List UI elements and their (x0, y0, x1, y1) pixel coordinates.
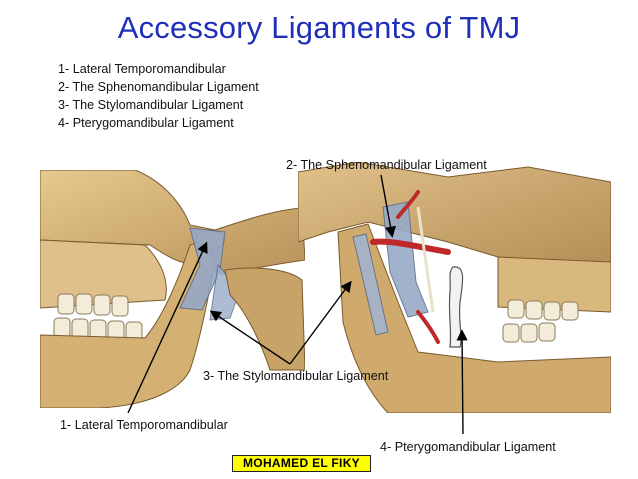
upper-teeth (507, 299, 579, 321)
ligament-list-item: 2- The Sphenomandibular Ligament (58, 80, 259, 94)
ligament-list-item: 4- Pterygomandibular Ligament (58, 116, 234, 130)
author-label: MOHAMED EL FIKY (232, 455, 371, 472)
medial-view-illustration (298, 162, 611, 413)
ligament-list: 1- Lateral Temporomandibular 2- The Sphe… (58, 60, 259, 132)
upper-teeth (57, 293, 129, 317)
callout-pterygomandibular: 4- Pterygomandibular Ligament (380, 440, 556, 454)
ligament-list-item: 3- The Stylomandibular Ligament (58, 98, 244, 112)
callout-sphenomandibular: 2- The Sphenomandibular Ligament (286, 158, 487, 172)
callout-stylomandibular: 3- The Stylomandibular Ligament (203, 369, 389, 383)
slide-title: Accessory Ligaments of TMJ (117, 10, 521, 45)
callout-lateral-temporomandibular: 1- Lateral Temporomandibular (60, 418, 228, 432)
lower-teeth (502, 322, 556, 343)
ligament-list-item: 1- Lateral Temporomandibular (58, 62, 226, 76)
